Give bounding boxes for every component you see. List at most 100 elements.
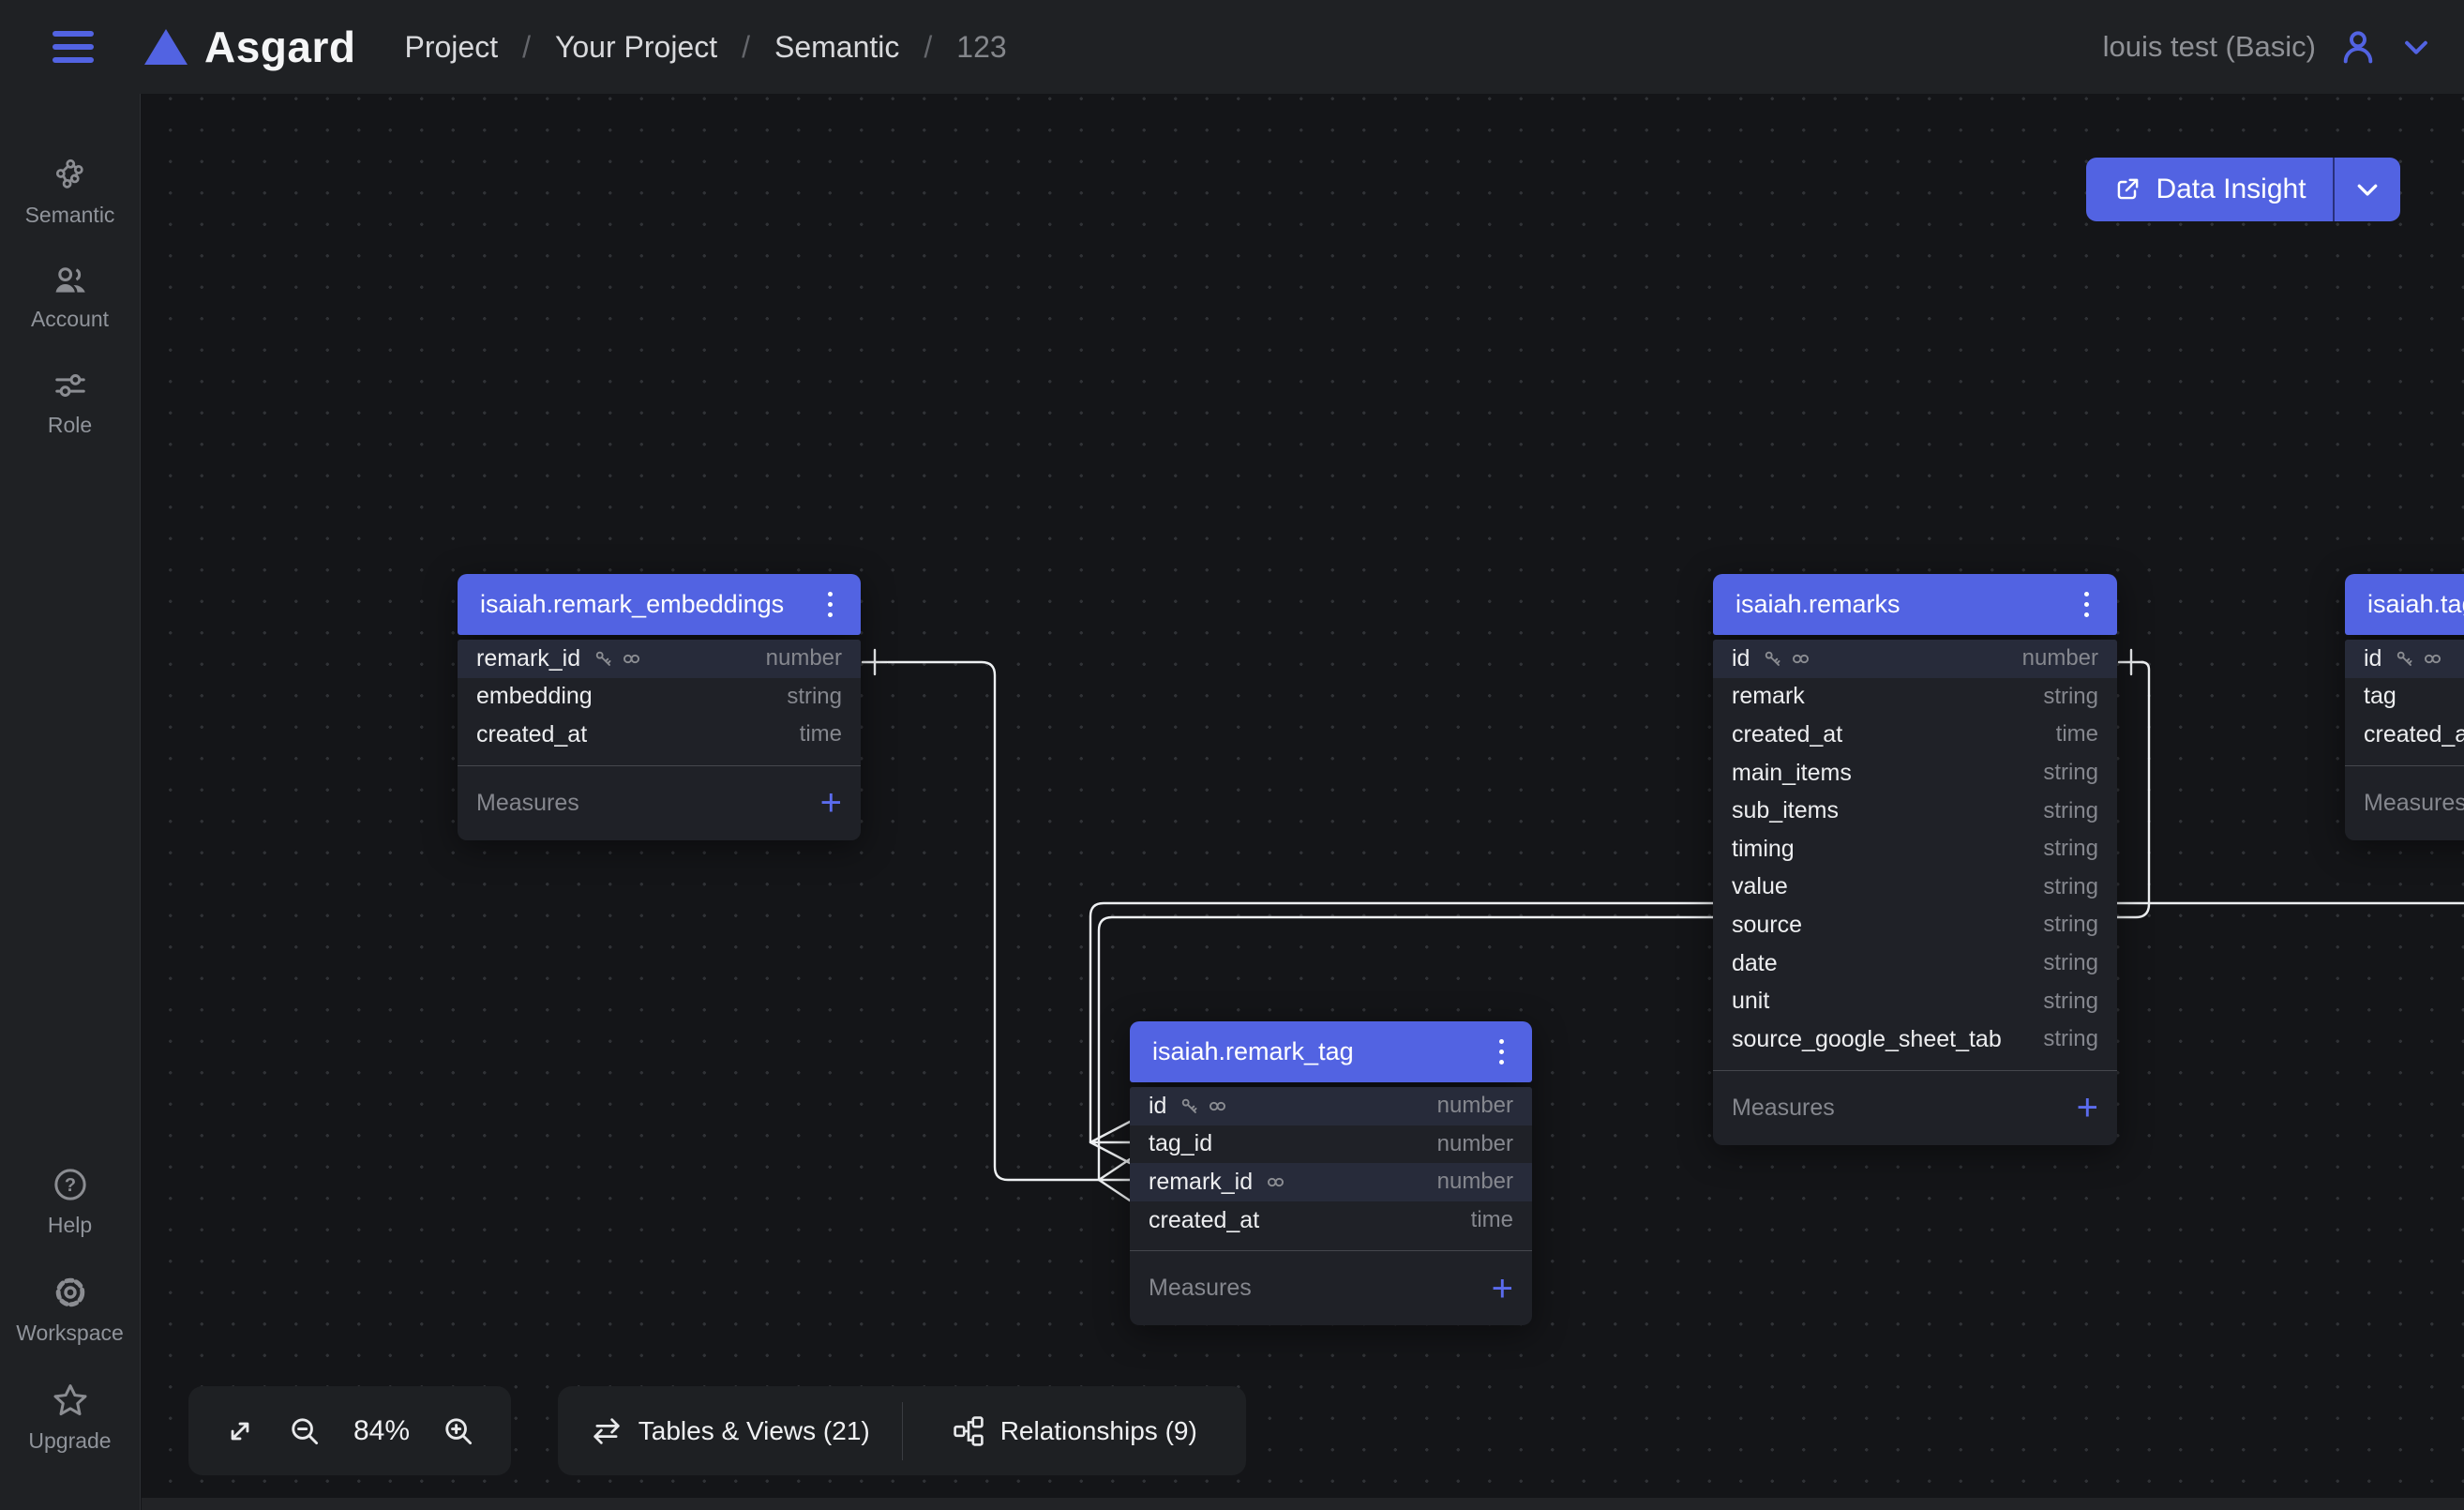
measures-section: Measures + [458, 764, 861, 840]
user-menu[interactable]: louis test (Basic) [2103, 27, 2432, 67]
sidebar-item-account[interactable]: Account [0, 250, 140, 355]
add-measure-button[interactable]: + [819, 782, 842, 824]
help-icon: ? [52, 1166, 89, 1203]
table-header[interactable]: isaiah.remarks [1713, 574, 2117, 635]
table-title: isaiah.remark_embeddings [480, 590, 785, 618]
table-menu-button[interactable] [2079, 586, 2095, 623]
table-header[interactable]: isaiah.tags [2345, 574, 2464, 635]
toolbar-divider [901, 1401, 903, 1460]
table-header[interactable]: isaiah.remark_tag [1130, 1021, 1532, 1082]
breadcrumb-item-semantic[interactable]: Semantic [774, 29, 900, 64]
field-type: string [787, 683, 842, 709]
data-insight-main[interactable]: Data Insight [2086, 158, 2333, 221]
hamburger-menu-icon[interactable] [53, 31, 94, 63]
field-type: string [2043, 912, 2098, 938]
data-insight-button[interactable]: Data Insight [2086, 158, 2400, 221]
field-type: string [2043, 988, 2098, 1014]
field-name: created_at [476, 720, 588, 747]
field-type: time [2055, 721, 2098, 747]
field-name: embedding [476, 683, 593, 710]
asgard-logo-icon [144, 29, 188, 65]
zoom-in-button[interactable] [442, 1414, 475, 1448]
table-menu-button[interactable] [822, 586, 838, 623]
table-title: isaiah.remarks [1735, 590, 1901, 618]
field-row-embedding[interactable]: embedding string [458, 678, 861, 717]
table-header[interactable]: isaiah.remark_embeddings [458, 574, 861, 635]
breadcrumb-item-your-project[interactable]: Your Project [554, 29, 718, 64]
sidebar-item-help[interactable]: ?Help [0, 1153, 140, 1261]
gear-icon [52, 1274, 89, 1311]
key-icon [593, 649, 613, 669]
sidebar-item-label: Semantic [24, 203, 115, 227]
data-insight-dropdown-button[interactable] [2335, 158, 2400, 221]
breadcrumb-separator: / [522, 29, 531, 64]
sidebar-item-workspace[interactable]: Workspace [0, 1261, 140, 1368]
link-icon [1208, 1096, 1227, 1116]
chevron-down-icon [2353, 175, 2381, 204]
tables-views-button[interactable]: Tables & Views (21) [558, 1386, 902, 1475]
zoom-out-button[interactable] [288, 1414, 322, 1448]
field-type: number [765, 645, 842, 672]
field-type: number [2021, 645, 2098, 672]
field-name: created_at [2364, 720, 2464, 747]
field-name: created_at [1149, 1206, 1260, 1233]
field-name: remark_id [1149, 1168, 1254, 1195]
sidebar-item-semantic[interactable]: Semantic [0, 144, 140, 250]
measures-label: Measures [476, 789, 579, 816]
breadcrumb-separator: / [742, 29, 750, 64]
field-name: id [2364, 644, 2382, 672]
sidebar-item-role[interactable]: Role [0, 355, 140, 461]
data-insight-label: Data Insight [2156, 174, 2306, 204]
add-measure-button[interactable]: + [2076, 1087, 2098, 1129]
field-row-tag[interactable]: tag [2345, 678, 2464, 717]
app-title: Asgard [204, 23, 356, 71]
breadcrumb-item-123[interactable]: 123 [956, 29, 1007, 64]
field-type: string [2043, 760, 2098, 786]
chevron-down-icon[interactable] [2400, 31, 2432, 63]
breadcrumb-separator: / [924, 29, 933, 64]
fit-to-screen-button[interactable] [224, 1415, 256, 1447]
relationships-button[interactable]: Relationships (9) [903, 1386, 1247, 1475]
schema-icon [952, 1414, 985, 1448]
field-type: string [2043, 836, 2098, 862]
field-row-id[interactable]: id [2345, 640, 2464, 678]
sidebar-item-upgrade[interactable]: Upgrade [0, 1368, 140, 1476]
external-link-icon [2112, 174, 2142, 204]
field-name: remark [1732, 683, 1805, 710]
star-icon [51, 1382, 90, 1419]
field-row-created_at[interactable]: created_at [2345, 716, 2464, 754]
field-type: string [2043, 797, 2098, 823]
graph-icon [53, 158, 88, 193]
table-menu-button[interactable] [1494, 1034, 1510, 1070]
breadcrumb-item-project[interactable]: Project [404, 29, 499, 64]
horizontal-scrollbar[interactable] [142, 1498, 2464, 1510]
add-measure-button[interactable]: + [1491, 1267, 1513, 1309]
measures-section: Measures+ [1713, 1069, 2117, 1145]
field-name: tag [2364, 683, 2396, 710]
relationships-label: Relationships (9) [999, 1415, 1197, 1445]
person-icon[interactable] [2338, 27, 2378, 67]
